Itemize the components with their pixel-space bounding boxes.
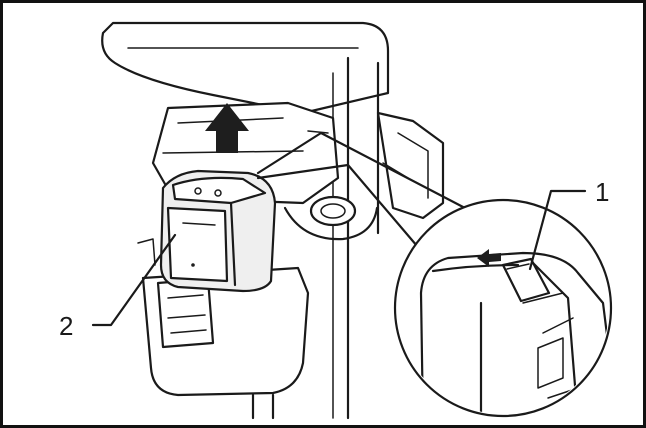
up-arrow-icon	[205, 103, 249, 153]
battery-removal-diagram: 1 2	[59, 21, 613, 420]
release-button-icon	[501, 257, 551, 303]
callout-1: 1	[528, 177, 609, 271]
tool-side-bracket	[376, 111, 445, 220]
zoom-leader-lines	[256, 131, 467, 255]
callout-2-label: 2	[59, 311, 73, 341]
callout-1-label: 1	[595, 177, 609, 207]
callout-2: 2	[59, 233, 177, 341]
battery-pack	[159, 169, 277, 293]
magnified-inset	[393, 198, 613, 418]
release-arrow-icon	[477, 249, 501, 267]
tool-upper-housing	[101, 21, 390, 420]
